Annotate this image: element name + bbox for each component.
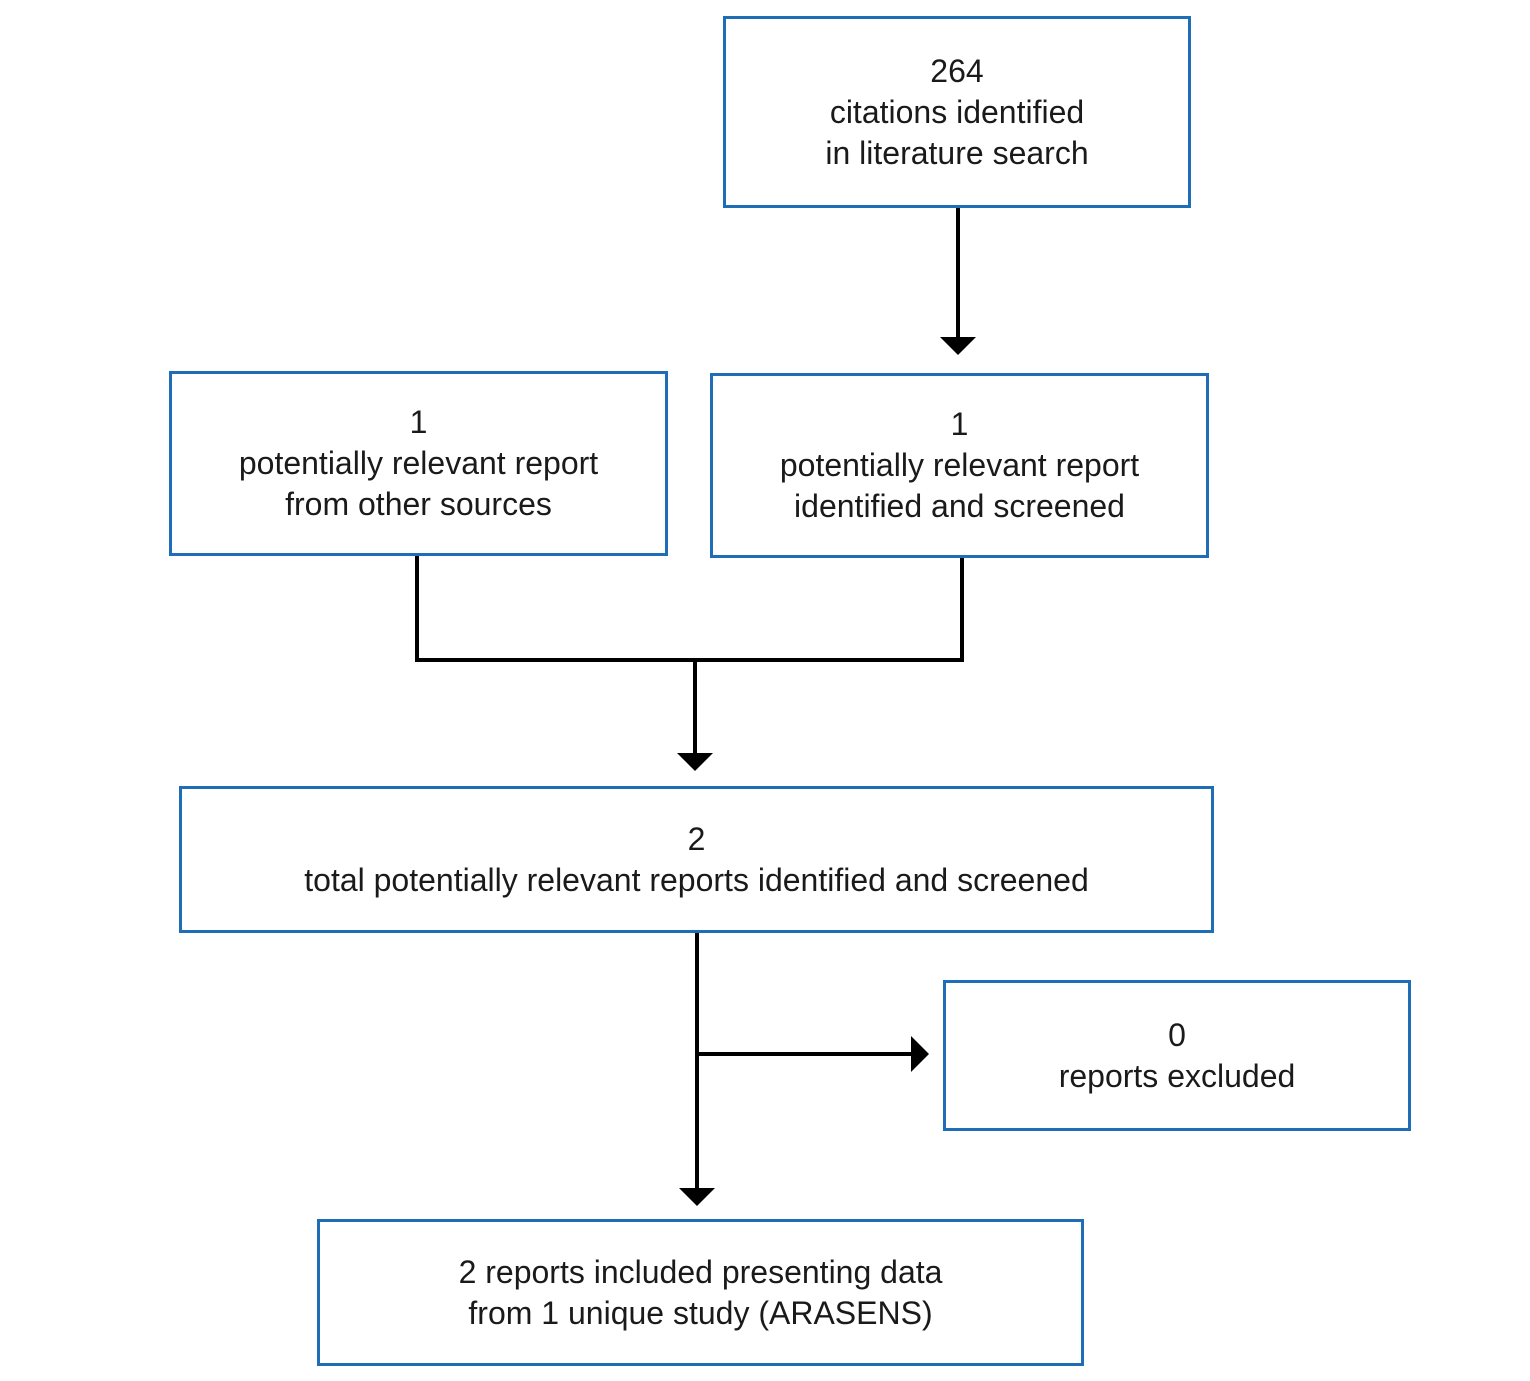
included-box: 2 reports included presenting data from … [317, 1219, 1084, 1366]
other-sources-box: 1 potentially relevant report from other… [169, 371, 668, 556]
identified-screened-line2: identified and screened [794, 488, 1125, 524]
total-screened-count: 2 [687, 820, 706, 857]
identified-screened-count: 1 [950, 406, 969, 442]
connector-total-down [695, 933, 699, 1190]
literature-search-line2: in literature search [825, 134, 1089, 171]
excluded-line1: reports excluded [1058, 1057, 1296, 1094]
arrow-search-to-screened [940, 337, 976, 355]
connector-merge-down [693, 660, 697, 754]
connector-screened-down [960, 558, 964, 662]
other-sources-count: 1 [409, 404, 428, 440]
literature-search-count: 264 [930, 52, 984, 89]
excluded-box: 0 reports excluded [943, 980, 1411, 1131]
literature-search-line1: citations identified [829, 93, 1085, 130]
arrow-to-excluded [911, 1036, 929, 1072]
identified-screened-box: 1 potentially relevant report identified… [710, 373, 1209, 558]
total-screened-box: 2 total potentially relevant reports ide… [179, 786, 1214, 933]
included-line2: from 1 unique study (ARASENS) [468, 1294, 933, 1331]
connector-merge-horizontal [415, 658, 964, 662]
included-line1: 2 reports included presenting data [458, 1253, 943, 1290]
identified-screened-line1: potentially relevant report [779, 447, 1140, 483]
excluded-count: 0 [1168, 1016, 1186, 1053]
connector-to-excluded [697, 1052, 912, 1056]
other-sources-line2: from other sources [285, 486, 552, 522]
total-screened-line1: total potentially relevant reports ident… [304, 861, 1089, 898]
arrow-to-included [679, 1188, 715, 1206]
connector-other-sources-down [415, 556, 419, 662]
connector-search-to-screened [956, 208, 960, 338]
literature-search-box: 264 citations identified in literature s… [723, 16, 1191, 208]
arrow-merge-to-total [677, 753, 713, 771]
other-sources-line1: potentially relevant report [238, 445, 599, 481]
